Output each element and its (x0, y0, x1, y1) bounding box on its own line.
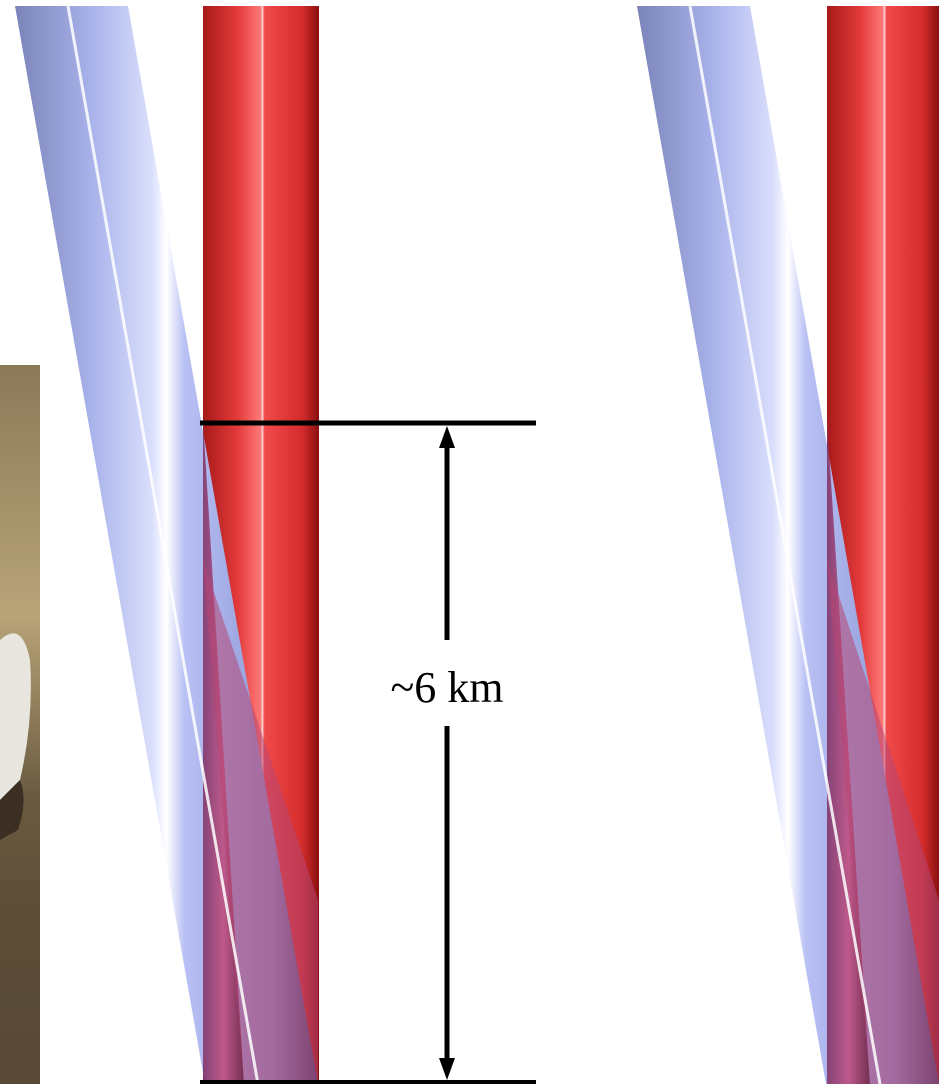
left-tube-pair (15, 6, 319, 1084)
photo-fragment (0, 365, 40, 1084)
distance-label: ~6 km (390, 663, 503, 712)
right-tube-pair (637, 6, 939, 1084)
arrowhead-up (439, 426, 455, 448)
arrowhead-down (439, 1058, 455, 1080)
